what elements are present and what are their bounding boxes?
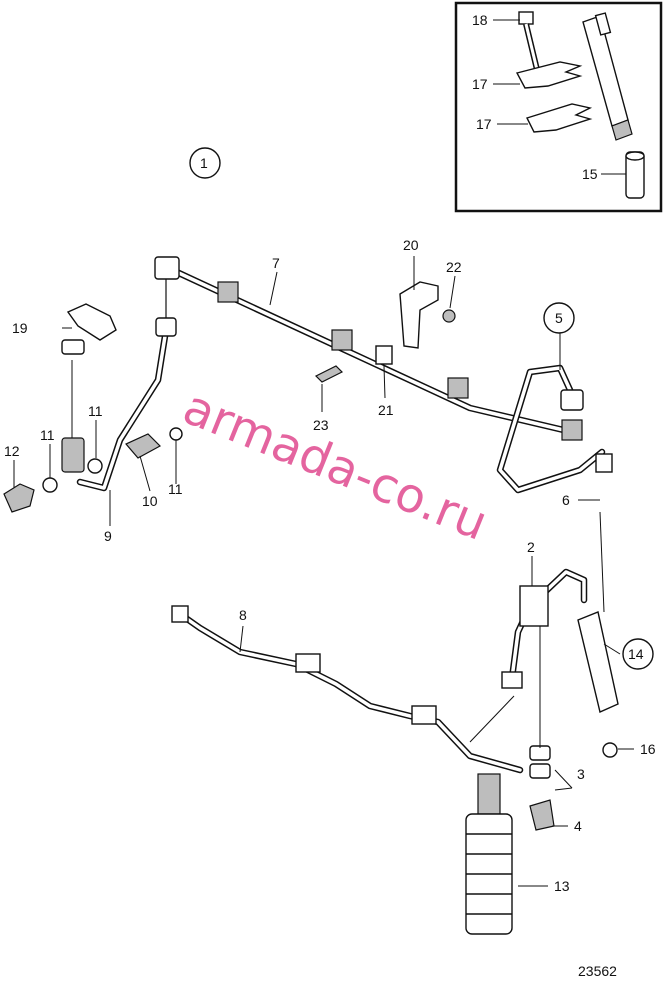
banjo-part-3 [529,745,555,831]
label-10: 10 [142,493,158,509]
watermark: armada-co.ru [176,379,496,552]
label-19: 19 [12,320,28,336]
label-15: 15 [582,166,598,182]
label-18: 18 [472,12,488,28]
label-14: 14 [628,646,644,662]
callout-circle-1 [189,147,221,179]
label-11b: 11 [40,427,55,443]
bolt-part-4 [529,799,555,831]
washer-part-16 [602,742,618,758]
label-20: 20 [403,237,419,253]
label-2: 2 [527,539,535,555]
label-11c: 11 [168,481,183,497]
label-23: 23 [313,417,329,433]
label-17b: 17 [476,116,492,132]
label-8: 8 [239,607,247,623]
leader-lines [13,256,634,887]
pipe-2 [501,568,588,689]
label-16: 16 [640,741,656,757]
label-4: 4 [574,818,582,834]
label-22: 22 [446,259,462,275]
callout-circle-14 [622,638,654,670]
clamp-plate-lower [526,103,593,133]
clamp-plate-upper [515,61,583,89]
label-3: 3 [577,766,585,782]
bolt-part-12 [3,483,35,513]
label-9: 9 [104,528,112,544]
label-6: 6 [562,492,570,508]
label-5: 5 [555,310,563,326]
sleeve-part-15 [625,151,645,199]
connector-part-10 [125,433,161,459]
callout-circle-5 [543,302,575,334]
injector-inset [582,12,633,141]
inset-frame [454,1,663,213]
bolt-part-23 [314,365,344,383]
label-21: 21 [378,402,394,418]
label-13: 13 [554,878,570,894]
diagram-id: 23562 [578,963,617,979]
label-1: 1 [200,155,208,171]
nut-part-22 [442,309,456,323]
inset-detail: 18 17 17 15 [454,1,663,213]
label-7: 7 [272,255,280,271]
label-11a: 11 [88,403,103,419]
pump-element-part-13 [465,773,513,935]
pipe-9 [76,279,177,492]
injector-part-14 [577,611,619,758]
label-12: 12 [4,443,20,459]
elbow-part-19 [66,303,117,341]
bracket-part-20 [314,281,456,383]
pipe-8 [171,605,524,774]
fuel-rail-pipe-7 [154,256,583,441]
label-17a: 17 [472,76,488,92]
